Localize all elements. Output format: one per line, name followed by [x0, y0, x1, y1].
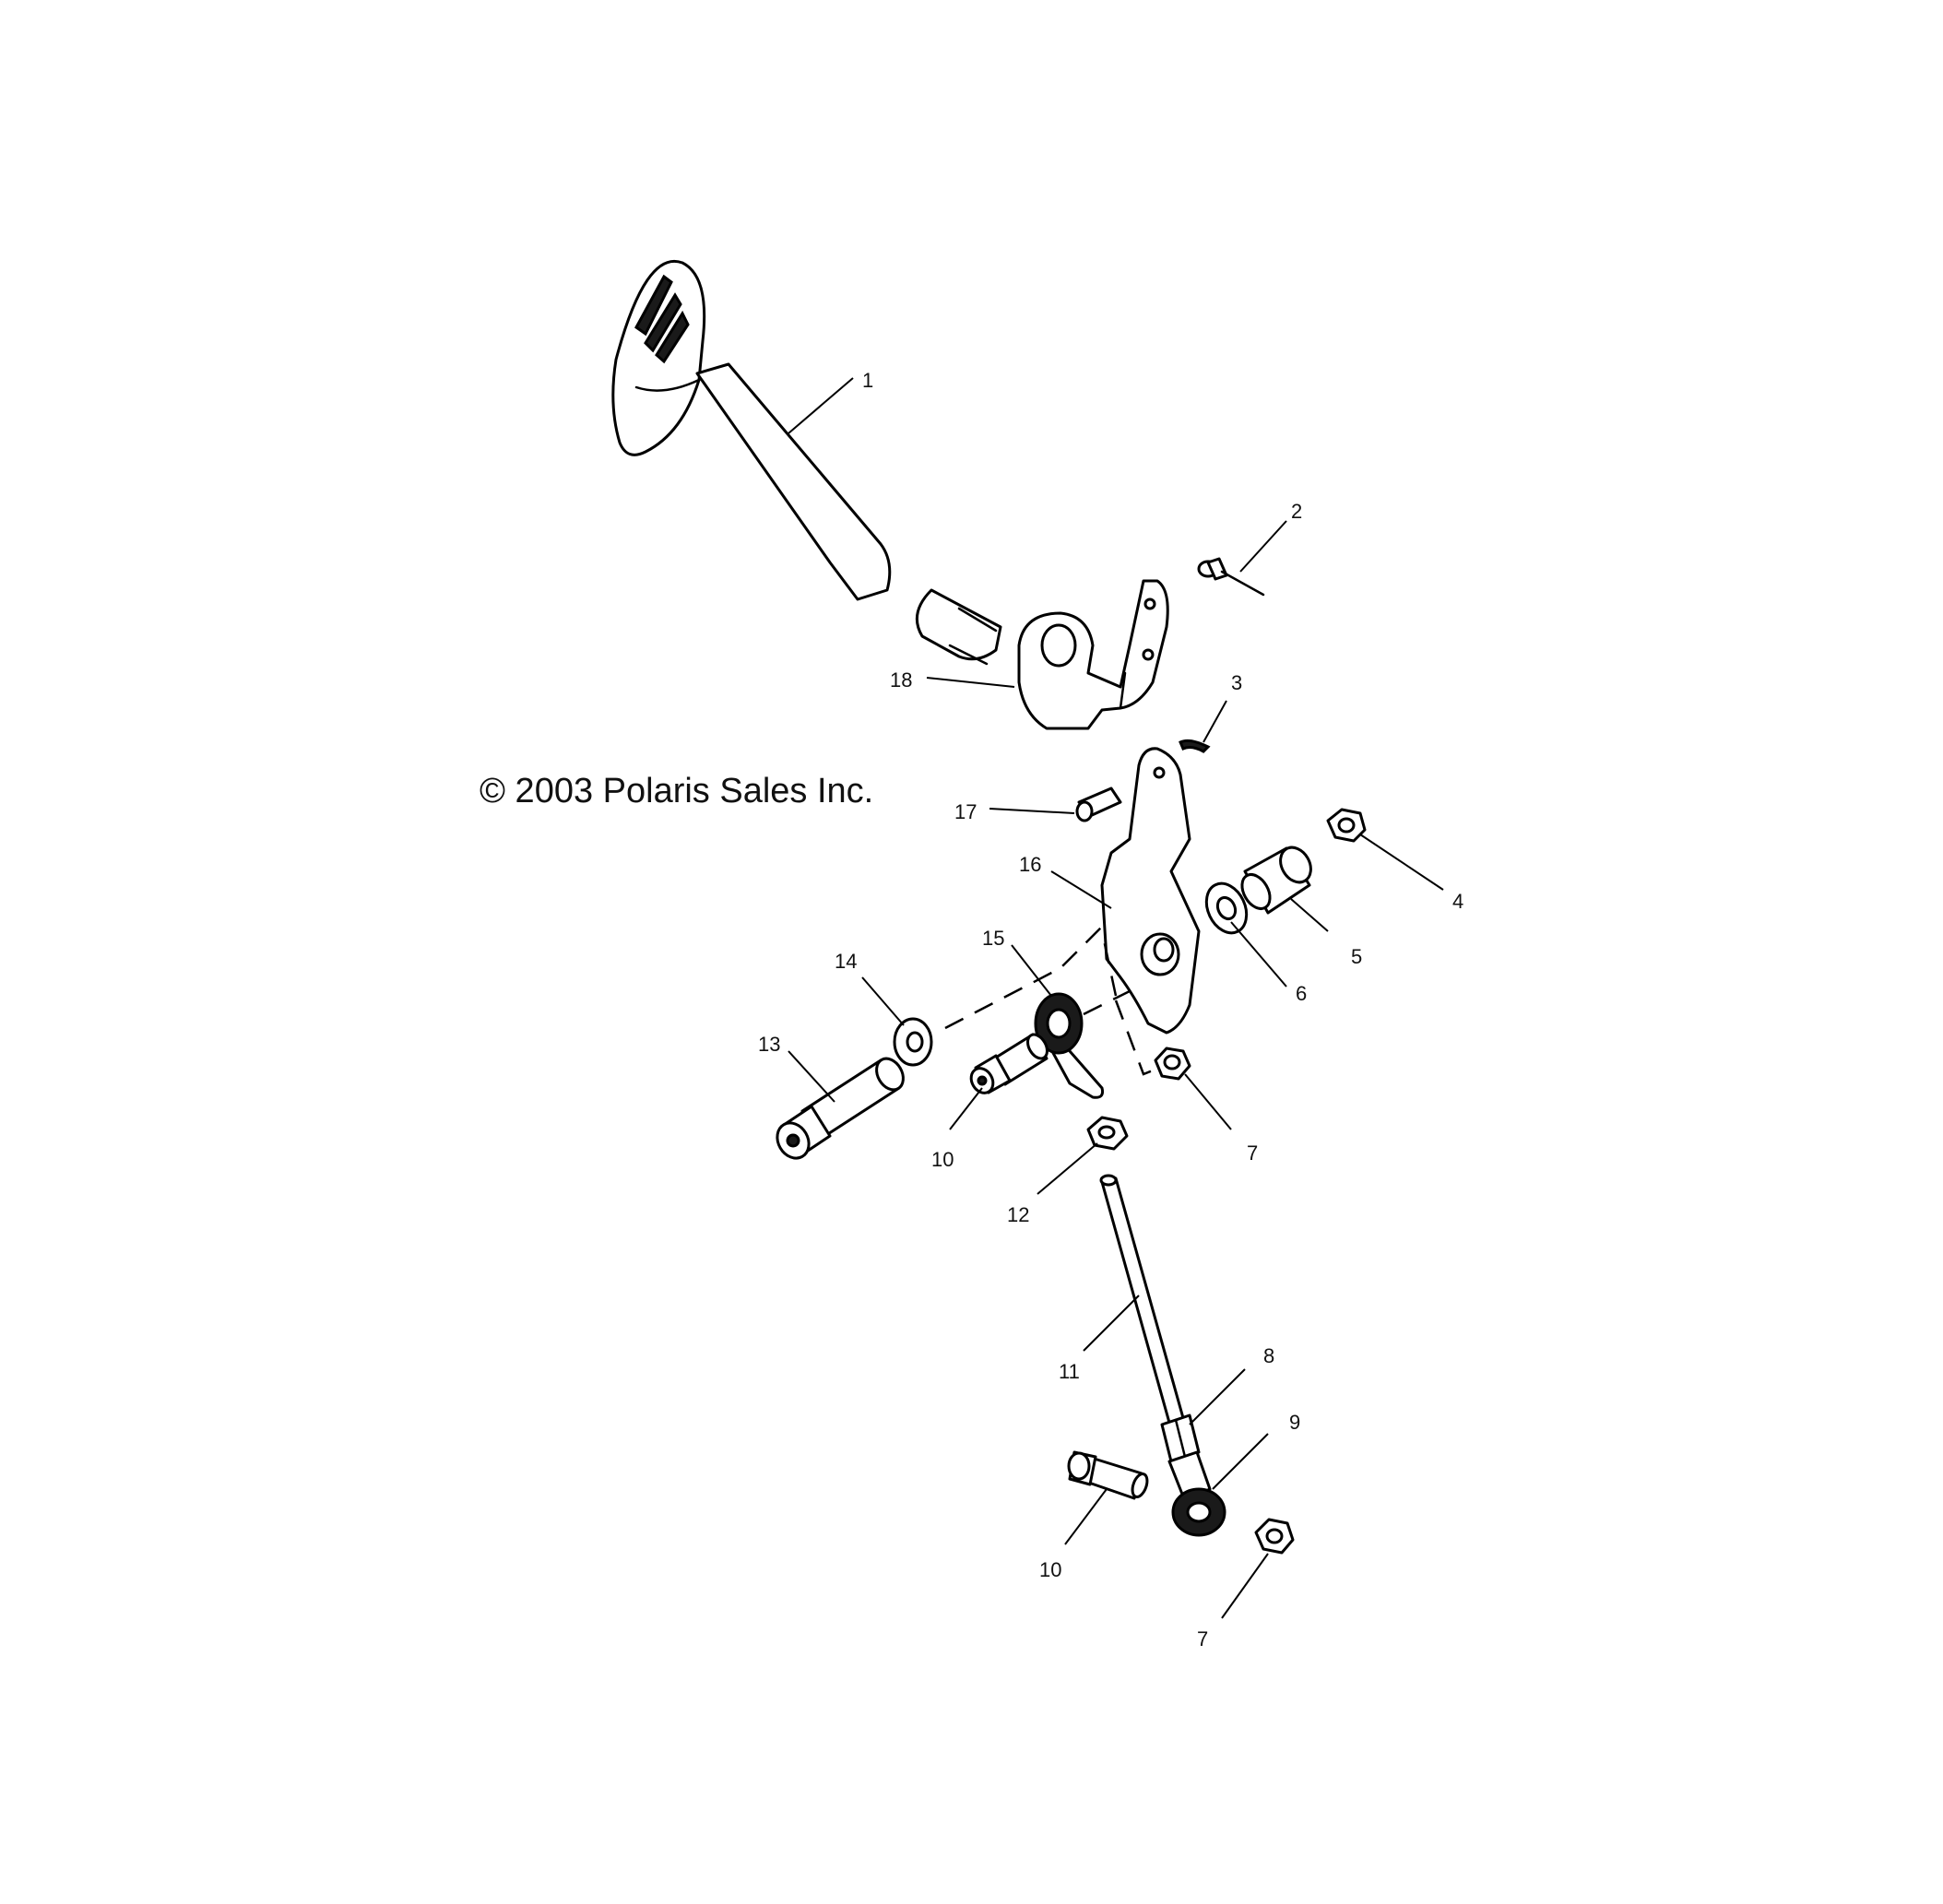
callout-3: 3: [1231, 671, 1242, 694]
rod-end-lower: [1167, 1450, 1226, 1537]
assembly-line-2: [1100, 930, 1118, 997]
assembly-line-3: [1114, 999, 1167, 1076]
brake-pedal: [611, 259, 1002, 666]
callout-2: 2: [1291, 500, 1302, 523]
leader-8: [1189, 1368, 1246, 1425]
assembly-line-4: [1083, 989, 1131, 1016]
callout-7a: 7: [1247, 1141, 1258, 1165]
pedal-bracket: [1017, 579, 1169, 730]
leader-4: [1359, 834, 1444, 891]
nut-7-lower: [1254, 1518, 1295, 1555]
cotter-pin: [1179, 739, 1211, 753]
leader-10b: [1064, 1488, 1108, 1545]
clevis-pin: [1197, 557, 1265, 597]
rod-end-upper: [1034, 992, 1104, 1099]
callout-7b: 7: [1197, 1627, 1208, 1650]
leader-17: [989, 808, 1075, 814]
washer-6: [1204, 881, 1249, 935]
callout-1: 1: [862, 369, 873, 392]
leader-6: [1230, 921, 1287, 987]
lock-nut-4: [1326, 808, 1367, 843]
callout-18: 18: [890, 668, 912, 692]
leader-3: [1203, 700, 1227, 743]
leader-7a: [1184, 1073, 1232, 1130]
callout-15: 15: [982, 927, 1004, 950]
callout-12: 12: [1007, 1203, 1029, 1226]
callout-14: 14: [835, 950, 857, 973]
lever-arm: [1100, 747, 1201, 1035]
leader-2: [1239, 520, 1287, 573]
callout-8: 8: [1263, 1344, 1274, 1367]
callout-6: 6: [1296, 982, 1307, 1005]
leader-18: [926, 677, 1015, 688]
callout-13: 13: [758, 1033, 780, 1056]
nut-12: [1086, 1116, 1129, 1151]
callout-17: 17: [954, 800, 977, 823]
bolt-10-lower: [1067, 1450, 1149, 1500]
bolt-10-upper: [969, 1033, 1049, 1094]
leader-10a: [949, 1087, 983, 1130]
leader-11: [1083, 1295, 1140, 1352]
nut-7-upper: [1154, 1047, 1191, 1081]
callout-10a: 10: [931, 1148, 954, 1171]
leader-16: [1050, 870, 1112, 909]
washer-14: [893, 1017, 933, 1067]
callout-16: 16: [1019, 853, 1041, 876]
pivot-pin: [1075, 786, 1122, 822]
callout-10b: 10: [1039, 1558, 1061, 1581]
leader-12: [1037, 1142, 1098, 1195]
leader-1: [788, 377, 854, 434]
leader-13: [788, 1050, 835, 1103]
callout-5: 5: [1351, 945, 1362, 968]
copyright-text: © 2003 Polaris Sales Inc.: [480, 772, 873, 810]
assembly-line-1: [944, 926, 1103, 1030]
shoulder-bolt: [776, 1057, 905, 1160]
bushing: [1240, 846, 1312, 915]
leader-14: [861, 976, 905, 1026]
leader-9: [1212, 1433, 1269, 1490]
leader-7b: [1221, 1553, 1269, 1619]
brake-rod: [1099, 1174, 1187, 1431]
callout-11: 11: [1059, 1360, 1080, 1383]
leader-5: [1290, 898, 1329, 932]
callout-9: 9: [1289, 1411, 1300, 1434]
jam-nut: [1160, 1413, 1201, 1463]
leader-15: [1011, 944, 1052, 997]
callout-4: 4: [1452, 890, 1463, 913]
